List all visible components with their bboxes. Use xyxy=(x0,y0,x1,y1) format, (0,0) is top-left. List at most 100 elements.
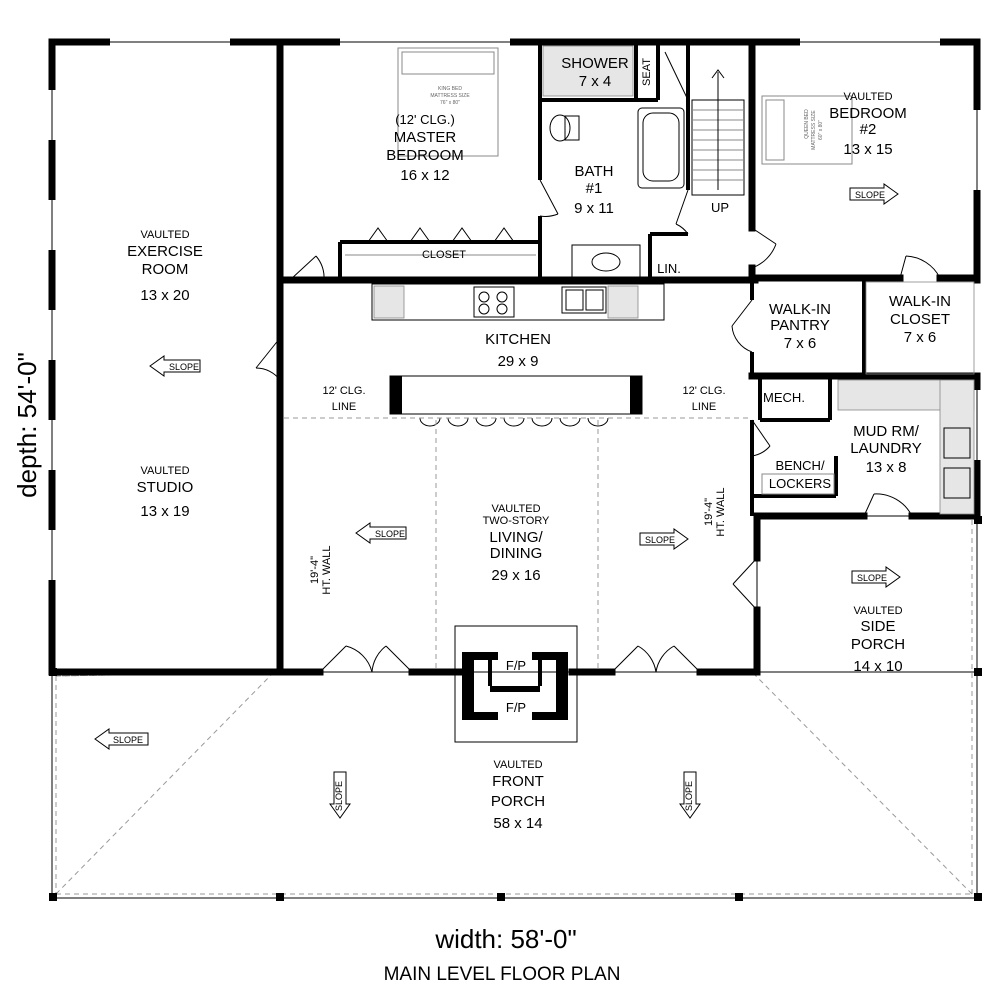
svg-text:LAUNDRY: LAUNDRY xyxy=(850,440,921,457)
svg-text:ROOM: ROOM xyxy=(142,261,189,278)
svg-text:SLOPE: SLOPE xyxy=(334,781,344,811)
svg-text:13 x 8: 13 x 8 xyxy=(866,459,907,476)
svg-text:BEDROOM: BEDROOM xyxy=(386,147,464,164)
svg-text:FRONT: FRONT xyxy=(492,773,544,790)
slope-arrow-side-porch: SLOPE xyxy=(851,566,901,588)
svg-text:EXERCISE: EXERCISE xyxy=(127,243,203,260)
svg-text:DINING: DINING xyxy=(490,545,543,562)
svg-text:VAULTED: VAULTED xyxy=(843,91,892,103)
svg-text:12' CLG.: 12' CLG. xyxy=(322,385,365,397)
svg-text:MATTRESS SIZE: MATTRESS SIZE xyxy=(430,93,470,99)
svg-text:9 x 11: 9 x 11 xyxy=(574,200,614,217)
svg-text:WALK-IN: WALK-IN xyxy=(889,293,951,310)
ht-wall-right: 19'-4" HT. WALL xyxy=(703,487,727,536)
room-pantry: WALK-IN PANTRY 7 x 6 xyxy=(769,301,831,352)
svg-text:QUEEN BED: QUEEN BED xyxy=(804,109,810,139)
svg-text:HT. WALL: HT. WALL xyxy=(321,545,333,594)
king-bed-icon xyxy=(397,47,499,157)
mudroom-hatch xyxy=(837,281,975,515)
svg-text:VAULTED: VAULTED xyxy=(493,759,542,771)
interior-walls xyxy=(276,38,981,676)
kitchen-counter xyxy=(371,283,665,321)
ceiling-line-right: 12' CLG. LINE xyxy=(682,385,725,413)
svg-text:16 x 12: 16 x 12 xyxy=(400,167,449,184)
svg-text:58 x 14: 58 x 14 xyxy=(493,815,542,832)
stairs-up-label: UP xyxy=(711,200,729,215)
svg-text:SLOPE: SLOPE xyxy=(855,190,885,200)
room-exercise: VAULTED EXERCISE ROOM 13 x 20 xyxy=(127,229,203,304)
svg-text:SLOPE: SLOPE xyxy=(375,529,405,539)
svg-text:LIVING/: LIVING/ xyxy=(489,529,543,546)
svg-text:KING BED: KING BED xyxy=(438,86,462,92)
slope-arrow-front-porch-right: SLOPE xyxy=(679,771,701,819)
fireplace xyxy=(454,625,578,743)
toilet-icon xyxy=(549,114,571,142)
linen-label: LIN. xyxy=(657,261,681,276)
room-bedroom2: VAULTED BEDROOM #2 13 x 15 xyxy=(829,91,907,158)
svg-text:MASTER: MASTER xyxy=(394,129,457,146)
svg-text:SLOPE: SLOPE xyxy=(645,535,675,545)
svg-text:BENCH/: BENCH/ xyxy=(775,458,825,473)
svg-text:76" x 80": 76" x 80" xyxy=(440,100,460,106)
plan-title: MAIN LEVEL FLOOR PLAN xyxy=(384,964,621,985)
closet-label: CLOSET xyxy=(422,249,466,261)
svg-text:STUDIO: STUDIO xyxy=(137,479,194,496)
svg-text:7 x 6: 7 x 6 xyxy=(784,335,817,352)
svg-text:#1: #1 xyxy=(586,180,603,197)
svg-text:SHOWER: SHOWER xyxy=(561,55,629,72)
svg-text:19'-4": 19'-4" xyxy=(309,556,321,584)
svg-text:7 x 4: 7 x 4 xyxy=(579,73,612,90)
svg-text:SLOPE: SLOPE xyxy=(113,735,143,745)
windows xyxy=(48,38,981,620)
depth-dimension: depth: 54'-0" xyxy=(12,352,42,498)
svg-text:VAULTED: VAULTED xyxy=(140,229,189,241)
room-shower: SHOWER 7 x 4 SEAT xyxy=(561,55,653,90)
svg-text:F/P: F/P xyxy=(506,700,526,715)
room-walk-in-closet: WALK-IN CLOSET 7 x 6 xyxy=(889,293,951,346)
sink-icon xyxy=(571,244,641,278)
ht-wall-left: 19'-4" HT. WALL xyxy=(309,545,333,594)
room-master: (12' CLG.) MASTER BEDROOM 16 x 12 xyxy=(386,112,464,184)
slope-arrow-bedroom2: SLOPE xyxy=(849,183,899,205)
stairs xyxy=(664,51,745,196)
svg-text:29 x 16: 29 x 16 xyxy=(491,567,540,584)
doors xyxy=(255,179,941,673)
fireplace-labels: F/P F/P xyxy=(506,658,526,715)
svg-text:7 x 6: 7 x 6 xyxy=(904,329,937,346)
svg-text:F/P: F/P xyxy=(506,658,526,673)
fixtures xyxy=(345,45,971,499)
slope-arrow-studio: SLOPE xyxy=(355,522,407,544)
svg-text:SIDE: SIDE xyxy=(860,618,895,635)
svg-text:SEAT: SEAT xyxy=(641,58,653,86)
svg-text:LOCKERS: LOCKERS xyxy=(769,476,831,491)
svg-text:VAULTED: VAULTED xyxy=(853,605,902,617)
width-dimension: width: 58'-0" xyxy=(434,924,576,954)
room-kitchen: KITCHEN 29 x 9 xyxy=(485,331,551,370)
kitchen-island xyxy=(389,375,643,415)
svg-text:14 x 10: 14 x 10 xyxy=(853,658,902,675)
svg-text:CLOSET: CLOSET xyxy=(890,311,950,328)
svg-text:TWO-STORY: TWO-STORY xyxy=(483,515,550,527)
cooktop-icon xyxy=(473,286,515,318)
bathtub-icon xyxy=(637,107,685,189)
room-living: VAULTED TWO-STORY LIVING/ DINING 29 x 16 xyxy=(483,503,550,584)
ceiling-lines xyxy=(284,417,752,668)
slope-arrow-exercise: SLOPE xyxy=(149,355,201,377)
svg-text:13 x 19: 13 x 19 xyxy=(140,503,189,520)
slope-arrow-living: SLOPE xyxy=(639,528,689,550)
room-mudroom: MUD RM/ LAUNDRY 13 x 8 xyxy=(850,423,921,476)
svg-text:WALK-IN: WALK-IN xyxy=(769,301,831,318)
mech-label: MECH. xyxy=(763,390,805,405)
svg-text:BEDROOM: BEDROOM xyxy=(829,105,907,122)
svg-text:(12' CLG.): (12' CLG.) xyxy=(395,112,455,127)
svg-text:SLOPE: SLOPE xyxy=(857,573,887,583)
svg-text:HT. WALL: HT. WALL xyxy=(715,487,727,536)
svg-text:PORCH: PORCH xyxy=(851,636,905,653)
svg-text:MUD RM/: MUD RM/ xyxy=(853,423,920,440)
bed-labels: KING BED MATTRESS SIZE 76" x 80" QUEEN B… xyxy=(430,86,824,150)
svg-text:60" x 80": 60" x 80" xyxy=(818,120,824,140)
room-studio: VAULTED STUDIO 13 x 19 xyxy=(137,465,194,520)
slope-arrow-front-porch-mid: SLOPE xyxy=(329,771,351,819)
svg-text:19'-4": 19'-4" xyxy=(703,498,715,526)
